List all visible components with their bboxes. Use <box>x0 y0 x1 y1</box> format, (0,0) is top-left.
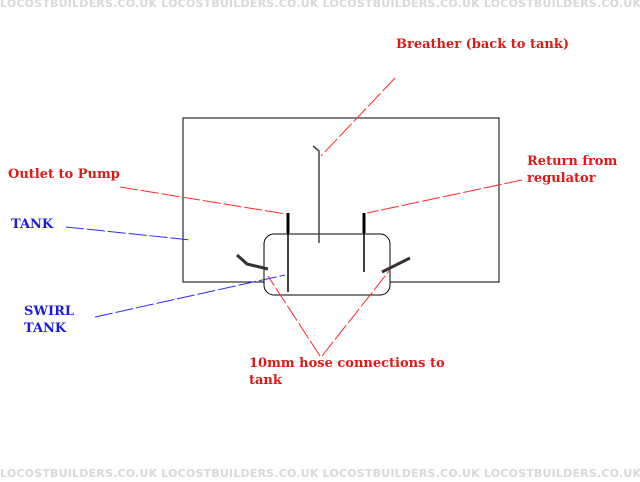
right-hose-spout <box>381 256 411 274</box>
watermark-bottom: LOCOSTBUILDERS.CO.UK LOCOSTBUILDERS.CO.U… <box>0 467 640 480</box>
watermark-top: LOCOSTBUILDERS.CO.UK LOCOSTBUILDERS.CO.U… <box>0 0 640 10</box>
breather-label: Breather (back to tank) <box>396 37 569 52</box>
swirl-leader <box>94 274 286 318</box>
return-label-line2: regulator <box>527 171 596 186</box>
swirl-label-line2: TANK <box>24 321 67 336</box>
outlet-leader <box>119 186 287 215</box>
swirl-label-line1: SWIRL <box>24 304 75 319</box>
hose-label-line1: 10mm hose connections to <box>249 356 445 371</box>
left-hose-spout <box>235 253 269 271</box>
return-leader <box>366 179 523 214</box>
hose-leader-right <box>321 270 390 357</box>
tank-label: TANK <box>11 217 54 232</box>
tank-leader <box>65 226 192 241</box>
breather-pipe <box>312 145 320 243</box>
breather-leader <box>320 77 396 157</box>
hose-label-line2: tank <box>249 373 282 388</box>
return-label-line1: Return from <box>527 154 618 169</box>
hose-leader-left <box>267 275 321 357</box>
swirl-tank-outline <box>263 233 391 296</box>
outlet-label: Outlet to Pump <box>8 167 120 182</box>
